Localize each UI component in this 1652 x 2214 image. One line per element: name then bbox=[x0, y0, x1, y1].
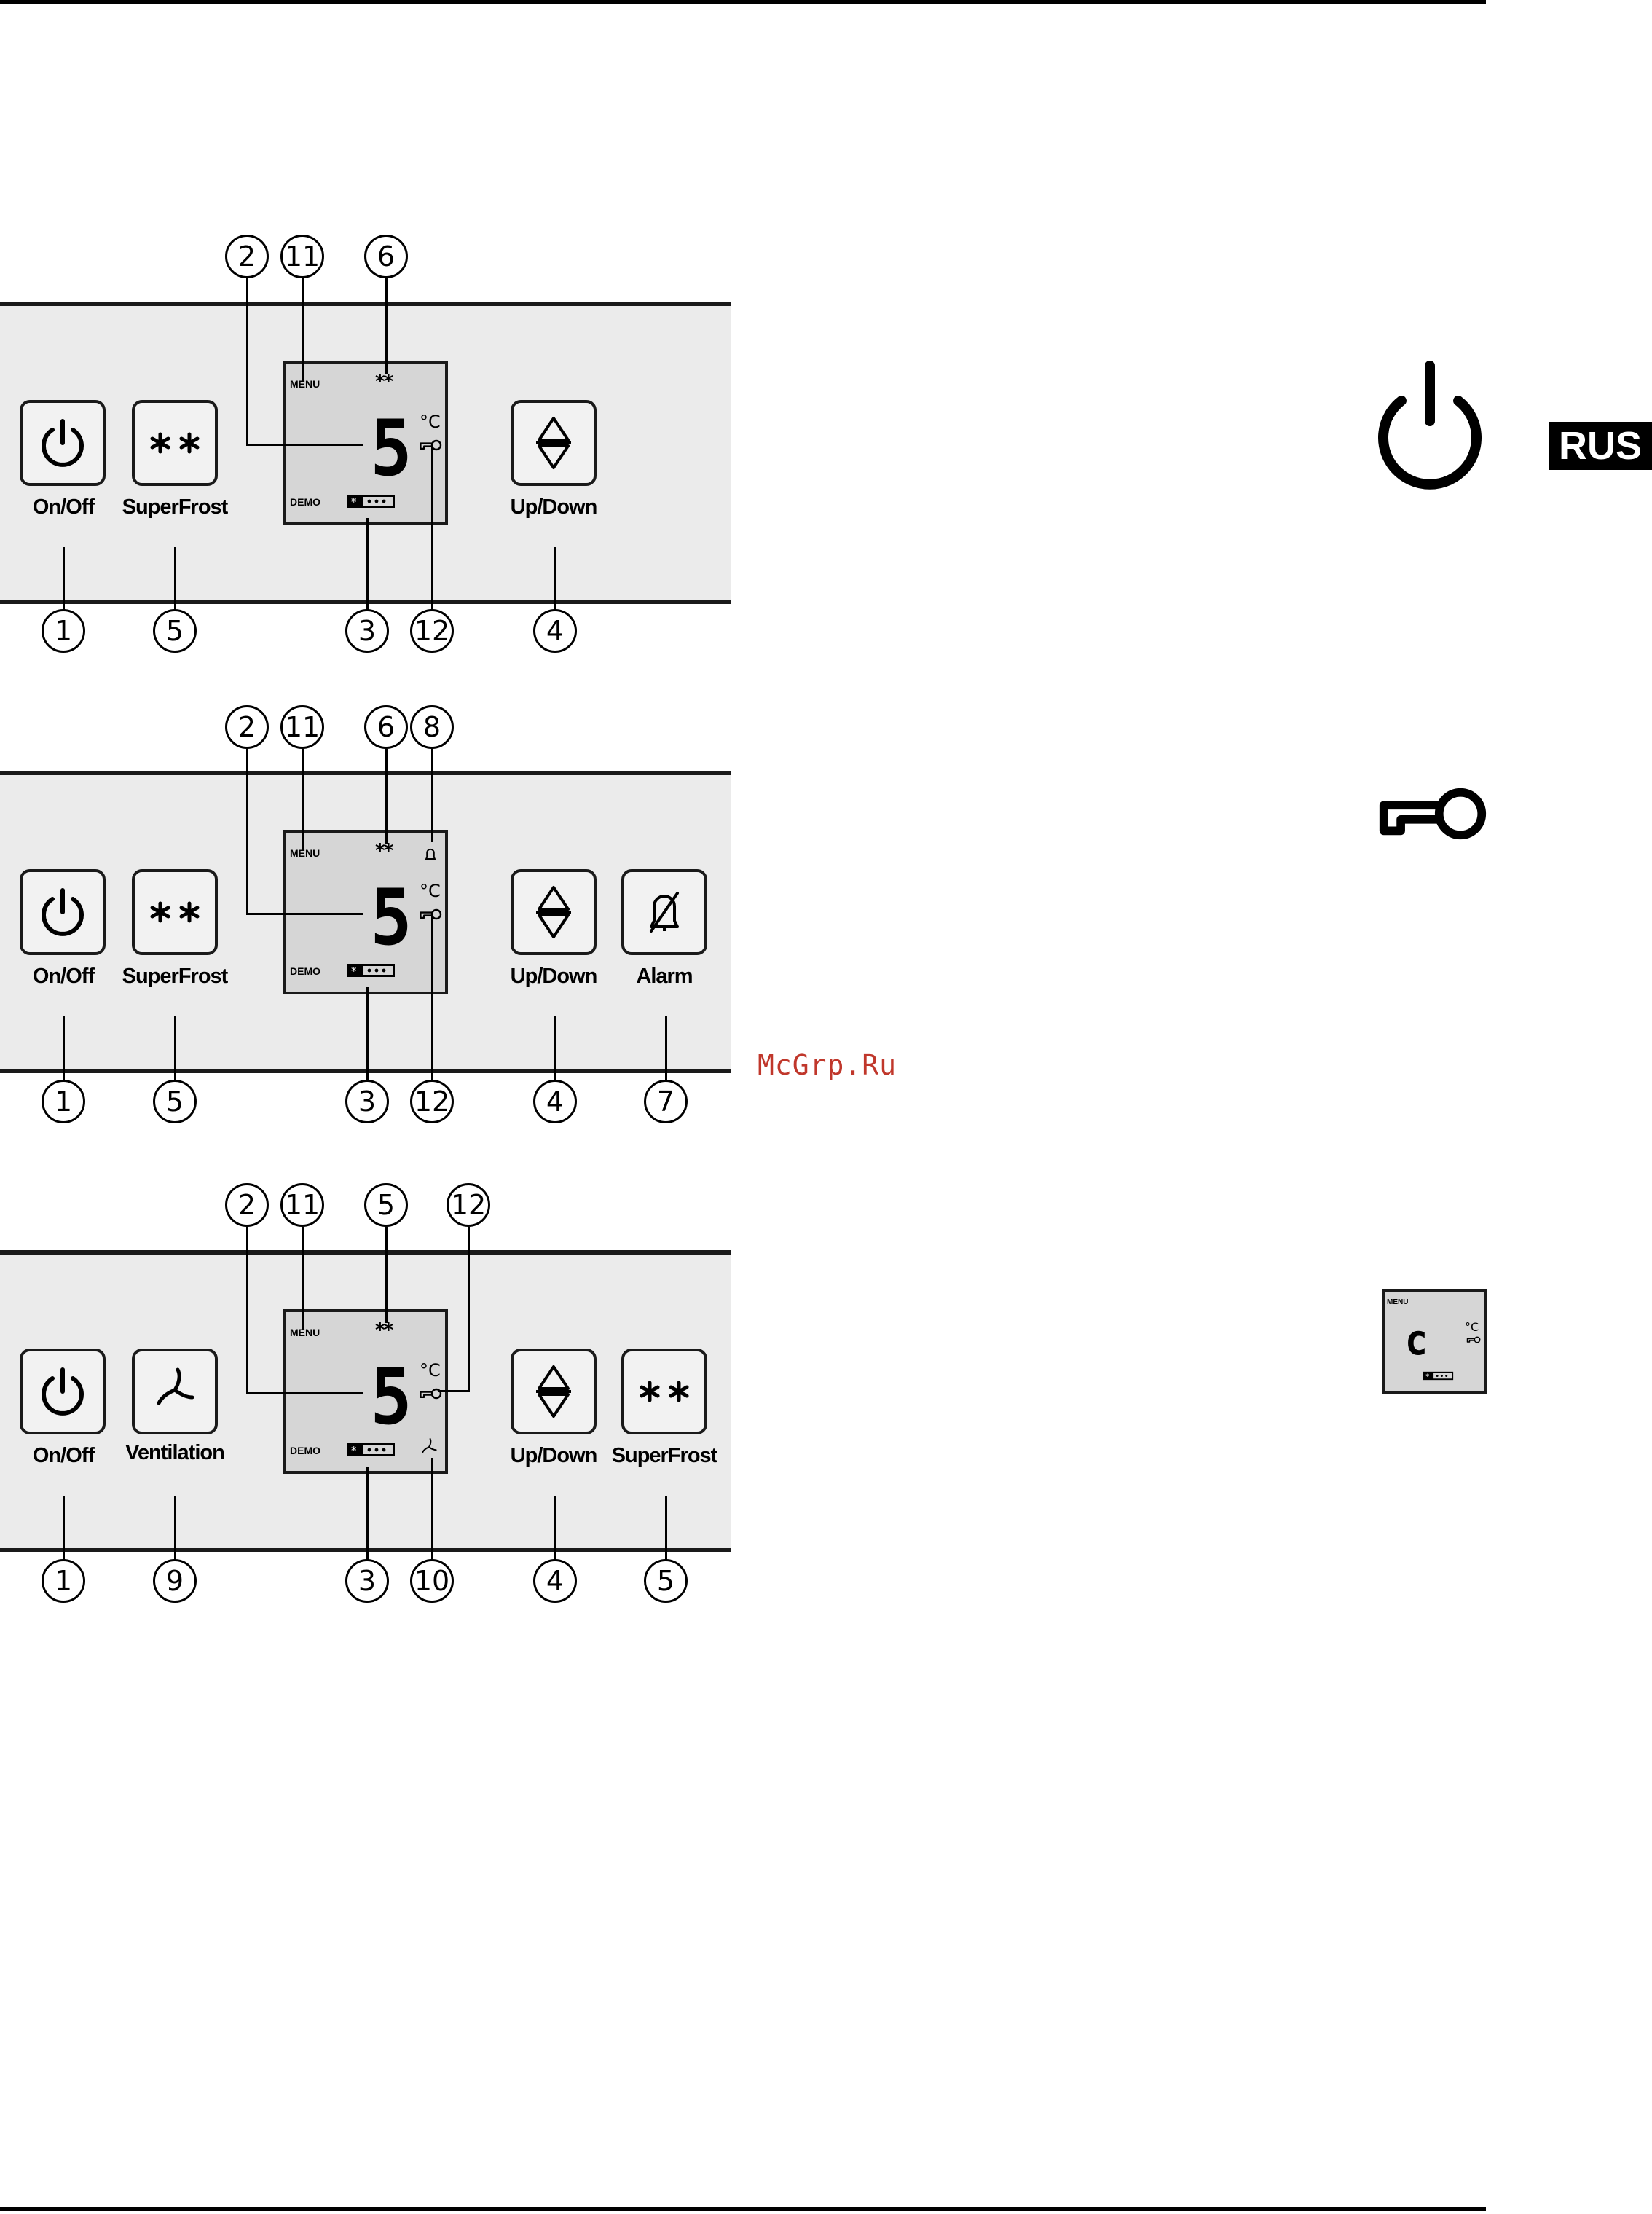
celsius-unit: °C bbox=[420, 412, 441, 432]
callout-4: 4 bbox=[533, 1080, 577, 1123]
ventilation-button[interactable] bbox=[132, 1349, 218, 1434]
fan-icon bbox=[146, 1362, 204, 1421]
celsius-unit: °C bbox=[420, 881, 441, 901]
up-down-label: Up/Down bbox=[481, 495, 626, 519]
superfrost-indicator: ** bbox=[375, 1319, 392, 1341]
alarm-bell-icon bbox=[422, 846, 439, 863]
battery-icon bbox=[346, 1442, 397, 1457]
callout-2: 2 bbox=[225, 705, 269, 749]
celsius-unit: °C bbox=[1465, 1320, 1479, 1334]
on-off-button[interactable] bbox=[20, 400, 106, 486]
temperature-display: MENU ** 5 °C DEMO bbox=[283, 361, 448, 525]
bell-off-icon bbox=[635, 883, 693, 941]
bottom-rule bbox=[0, 2207, 1486, 2211]
power-icon bbox=[34, 883, 92, 941]
up-down-button[interactable] bbox=[511, 869, 597, 955]
temperature-digit: 5 bbox=[370, 879, 412, 957]
demo-indicator: DEMO bbox=[290, 965, 320, 977]
callout-7: 7 bbox=[644, 1080, 688, 1123]
key-icon bbox=[419, 908, 442, 920]
language-badge: RUS bbox=[1549, 422, 1652, 470]
callout-6: 6 bbox=[364, 235, 408, 278]
superfrost-label: SuperFrost bbox=[102, 495, 248, 519]
callout-5: 5 bbox=[644, 1559, 688, 1603]
mini-display: MENU c °C bbox=[1382, 1289, 1487, 1394]
callout-5: 5 bbox=[153, 609, 197, 653]
callout-4: 4 bbox=[533, 1559, 577, 1603]
callout-6: 6 bbox=[364, 705, 408, 749]
menu-indicator: MENU bbox=[290, 847, 320, 859]
stars-icon bbox=[146, 883, 204, 941]
ventilation-indicator-icon bbox=[417, 1436, 441, 1459]
menu-indicator: MENU bbox=[290, 378, 320, 390]
callout-3: 3 bbox=[345, 1559, 389, 1603]
top-rule bbox=[0, 0, 1486, 4]
callout-11: 11 bbox=[280, 705, 324, 749]
on-off-button[interactable] bbox=[20, 869, 106, 955]
callout-5: 5 bbox=[153, 1080, 197, 1123]
temperature-display: MENU ** 5 °C DEMO bbox=[283, 830, 448, 994]
callout-11: 11 bbox=[280, 1183, 324, 1227]
superfrost-button[interactable] bbox=[621, 1349, 707, 1434]
stars-icon bbox=[146, 414, 204, 472]
callout-1: 1 bbox=[42, 609, 85, 653]
temperature-digit: 5 bbox=[370, 1359, 412, 1436]
superfrost-button[interactable] bbox=[132, 869, 218, 955]
callout-3: 3 bbox=[345, 609, 389, 653]
key-icon bbox=[1375, 785, 1489, 842]
callout-11: 11 bbox=[280, 235, 324, 278]
battery-icon bbox=[346, 963, 397, 978]
key-icon bbox=[419, 439, 442, 451]
callout-12: 12 bbox=[410, 609, 454, 653]
up-down-button[interactable] bbox=[511, 400, 597, 486]
alarm-label: Alarm bbox=[591, 965, 737, 989]
callout-2: 2 bbox=[225, 235, 269, 278]
superfrost-indicator: ** bbox=[375, 840, 392, 862]
callout-1: 1 bbox=[42, 1559, 85, 1603]
alarm-button[interactable] bbox=[621, 869, 707, 955]
battery-icon bbox=[1423, 1371, 1455, 1381]
callout-10: 10 bbox=[410, 1559, 454, 1603]
superfrost-label: SuperFrost bbox=[591, 1444, 737, 1468]
demo-indicator: DEMO bbox=[290, 496, 320, 508]
ventilation-label: Ventilation bbox=[102, 1441, 248, 1465]
updown-icon bbox=[524, 414, 583, 472]
superfrost-indicator: ** bbox=[375, 371, 392, 393]
menu-indicator: MENU bbox=[290, 1327, 320, 1338]
callout-8: 8 bbox=[410, 705, 454, 749]
callout-12: 12 bbox=[410, 1080, 454, 1123]
temperature-display: MENU ** 5 °C DEMO bbox=[283, 1309, 448, 1474]
updown-icon bbox=[524, 1362, 583, 1421]
power-icon bbox=[1369, 358, 1490, 497]
temperature-digit: 5 bbox=[370, 410, 412, 487]
temperature-digit: c bbox=[1405, 1319, 1428, 1361]
power-icon bbox=[34, 1362, 92, 1421]
up-down-button[interactable] bbox=[511, 1349, 597, 1434]
callout-4: 4 bbox=[533, 609, 577, 653]
key-icon bbox=[1466, 1336, 1481, 1343]
callout-9: 9 bbox=[153, 1559, 197, 1603]
callout-1: 1 bbox=[42, 1080, 85, 1123]
updown-icon bbox=[524, 883, 583, 941]
superfrost-label: SuperFrost bbox=[102, 965, 248, 989]
power-icon bbox=[34, 414, 92, 472]
callout-3: 3 bbox=[345, 1080, 389, 1123]
demo-indicator: DEMO bbox=[290, 1445, 320, 1456]
callout-5: 5 bbox=[364, 1183, 408, 1227]
callout-2: 2 bbox=[225, 1183, 269, 1227]
battery-icon bbox=[346, 494, 397, 509]
callout-12: 12 bbox=[447, 1183, 490, 1227]
menu-indicator: MENU bbox=[1387, 1298, 1408, 1306]
watermark: McGrp.Ru bbox=[758, 1049, 897, 1081]
on-off-button[interactable] bbox=[20, 1349, 106, 1434]
celsius-unit: °C bbox=[420, 1360, 441, 1381]
superfrost-button[interactable] bbox=[132, 400, 218, 486]
stars-icon bbox=[635, 1362, 693, 1421]
